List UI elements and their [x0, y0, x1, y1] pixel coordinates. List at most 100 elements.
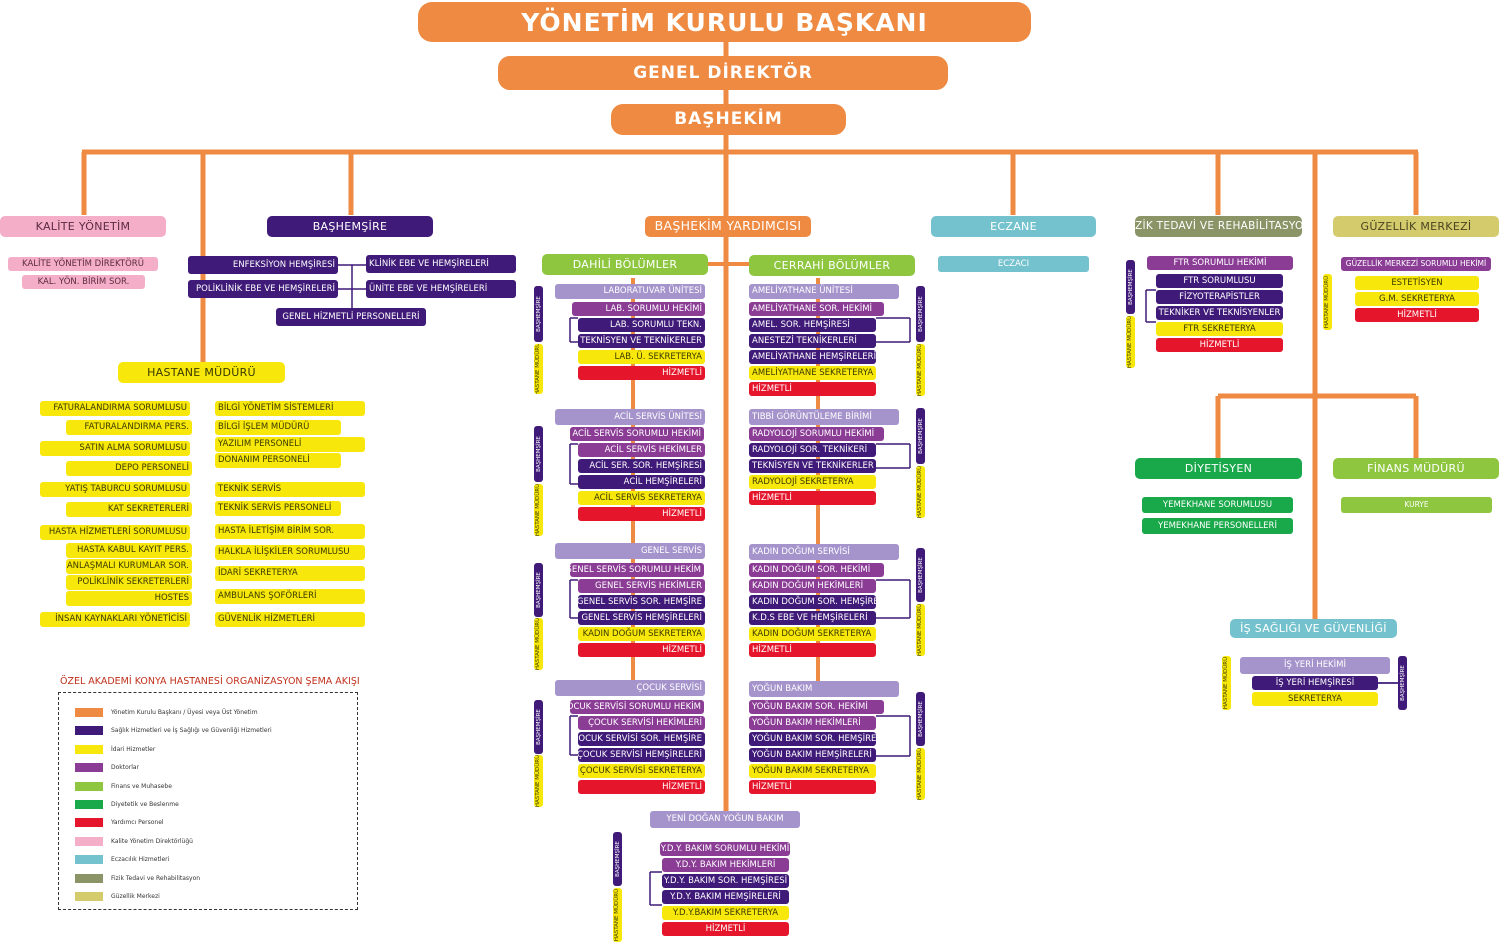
manager-title: HASTANE MÜDÜRÜ [118, 362, 285, 383]
side-label-text: BAŞHEMŞİRE [1399, 665, 1406, 701]
legend-item: Eczacılık Hizmetleri [75, 854, 169, 865]
side-label-tab: HASTANE MÜDÜRÜ [916, 344, 925, 396]
side-label-tab: BAŞHEMŞİRE [534, 286, 543, 342]
side-label-tab: BAŞHEMŞİRE [613, 832, 622, 886]
side-label-text: BAŞHEMŞİRE [535, 296, 542, 332]
side-label-text: HASTANE MÜDÜRÜ [917, 466, 924, 518]
legend-item: Yardımcı Personel [75, 817, 164, 828]
legend-swatch [75, 726, 103, 736]
cerrahi-ameliyat-item: AMELİYATHANE ÜNİTESİ [749, 284, 899, 299]
legend-label: Diyetetik ve Beslenme [111, 801, 179, 808]
manager-left-item: DEPO PERSONELİ [66, 461, 192, 476]
dahili-acil-item: ACİL SERVİS ÜNİTESİ [555, 409, 705, 425]
physio-item: HİZMETLİ [1156, 338, 1283, 352]
cerrahi-radyoloji-item: RADYOLOJİ SOR. TEKNİKERİ [749, 443, 876, 457]
cerrahi-kadin-item: KADIN DOĞUM SERVİSİ [749, 544, 899, 560]
dahili-lab-item: LAB. SORUMLU HEKİMİ [572, 302, 705, 316]
side-label-text: HASTANE MÜDÜRÜ [614, 888, 621, 942]
side-label-tab: BAŞHEMŞİRE [916, 548, 925, 602]
ydyb-item: Y.D.Y. BAKIM HEMŞİRELERİ [662, 890, 789, 904]
manager-right-item: DONANIM PERSONELİ [215, 453, 341, 468]
manager-right-item: İDARİ SEKRETERYA [215, 566, 365, 581]
legend-item: Güzellik Merkezi [75, 891, 160, 902]
cerrahi-yogun-item: YOĞUN BAKIM HEMŞİRELERİ [749, 748, 876, 762]
legend-swatch [75, 836, 103, 846]
manager-left-item: HASTA KABUL KAYIT PERS. [66, 543, 192, 558]
legend-item: Kalite Yönetim Direktörlüğü [75, 836, 193, 847]
side-label-text: HASTANE MÜDÜRÜ [535, 755, 542, 807]
side-label-text: HASTANE MÜDÜRÜ [1324, 275, 1331, 329]
side-label-tab: HASTANE MÜDÜRÜ [534, 618, 543, 670]
manager-left-item: İNSAN KAYNAKLARI YÖNETİCİSİ [40, 612, 190, 627]
cerrahi-yogun-item: YOĞUN BAKIM HEKİMLERİ [749, 716, 876, 730]
quality-item: KALİTE YÖNETİM DİREKTÖRÜ [8, 257, 158, 271]
manager-left-item: HOSTES [66, 591, 192, 606]
manager-right-item: AMBULANS ŞOFÖRLERİ [215, 589, 365, 604]
legend-swatch [75, 800, 103, 809]
beauty-item: GÜZELLİK MERKEZİ SORUMLU HEKİMİ [1341, 257, 1491, 271]
side-label-text: BAŞHEMŞİRE [917, 557, 924, 593]
side-label-tab: HASTANE MÜDÜRÜ [1126, 316, 1135, 368]
side-label-text: BAŞHEMŞİRE [917, 296, 924, 332]
legend-title: ÖZEL AKADEMİ KONYA HASTANESİ ORGANİZASYO… [60, 676, 360, 687]
cerrahi-kadin-item: KADIN DOĞUM SOR. HEKİMİ [749, 563, 884, 577]
side-label-text: HASTANE MÜDÜRÜ [917, 344, 924, 396]
legend-label: Sağlık Hizmetleri ve İş Sağlığı ve Güven… [111, 727, 272, 735]
manager-right-item: YAZILIM PERSONELİ [215, 437, 365, 452]
dahili-cocuk-item: ÇOCUK SERVİSİ SORUMLU HEKİM [570, 700, 704, 714]
quality-item: KAL. YÖN. BİRİM SOR. [22, 275, 145, 289]
legend-swatch [75, 744, 103, 754]
cerrahi-kadin-item: K.D.S EBE VE HEMŞİRELERİ [749, 611, 876, 625]
manager-right-item: HALKLA İLİŞKİLER SORUMLUSU [215, 545, 365, 560]
legend-swatch [75, 855, 103, 865]
ohs-title: İŞ SAĞLIĞI VE GÜVENLİĞİ [1230, 619, 1397, 638]
cerrahi-radyoloji-item: TEKNİSYEN VE TEKNİKERLER [749, 459, 876, 473]
side-label-text: HASTANE MÜDÜRÜ [917, 748, 924, 800]
side-label-text: HASTANE MÜDÜRÜ [535, 618, 542, 670]
beauty-title: GÜZELLİK MERKEZİ [1333, 216, 1499, 237]
manager-left-item: KAT SEKRETERLERİ [66, 502, 192, 517]
dahili-genel-item: GENEL SERVİS SORUMLU HEKİM [570, 563, 704, 577]
legend-label: Yardımcı Personel [111, 819, 164, 827]
side-label-text: BAŞHEMŞİRE [614, 841, 621, 877]
legend-item: Diyetetik ve Beslenme [75, 799, 179, 810]
cerrahi-radyoloji-item: RADYOLOJİ SORUMLU HEKİMİ [749, 427, 884, 441]
side-label-tab: BAŞHEMŞİRE [916, 408, 925, 464]
nursing-item: KLİNİK EBE VE HEMŞİRELERİ [366, 255, 516, 273]
side-label-tab: HASTANE MÜDÜRÜ [916, 604, 925, 656]
dahili-cocuk-item: HİZMETLİ [578, 780, 705, 794]
ohs-item: İŞ YERİ HEKİMİ [1240, 657, 1390, 674]
side-label-tab: HASTANE MÜDÜRÜ [534, 484, 543, 536]
side-label-text: HASTANE MÜDÜRÜ [917, 604, 924, 656]
cerrahi-kadin-item: KADIN DOĞUM HEKİMLERİ [749, 579, 876, 593]
cerrahi-ameliyat-item: AMELİYATHANE SOR. HEKİMİ [749, 302, 884, 316]
side-label-tab: BAŞHEMŞİRE [534, 426, 543, 482]
dahili-title: DAHİLİ BÖLÜMLER [542, 254, 708, 275]
cerrahi-ameliyat-item: HİZMETLİ [749, 382, 876, 396]
ydyb-item: Y.D.Y. BAKIM SOR. HEMŞİRESİ [662, 874, 789, 888]
cerrahi-kadin-item: HİZMETLİ [749, 643, 876, 657]
legend-item: Fizik Tedavi ve Rehabilitasyon [75, 873, 200, 884]
manager-right-item: HASTA İLETİŞİM BİRİM SOR. [215, 524, 365, 539]
dahili-genel-item: GENEL SERVİS HEKİMLER [578, 579, 705, 593]
physio-item: FTR SORUMLUSU [1156, 274, 1283, 288]
dahili-genel-item: KADIN DOĞUM SEKRETERYA [578, 627, 705, 641]
dahili-acil-item: ACİL HEMŞİRELERİ [578, 475, 705, 489]
cerrahi-ameliyat-item: AMEL. SOR. HEMŞİRESİ [749, 318, 876, 332]
dahili-genel-item: GENEL SERVİS SOR. HEMŞİRE [578, 595, 705, 609]
quality-title: KALİTE YÖNETİM [0, 216, 166, 237]
nursing-item: GENEL HİZMETLİ PERSONELLERİ [276, 308, 426, 326]
side-label-text: BAŞHEMŞİRE [535, 436, 542, 472]
side-label-text: HASTANE MÜDÜRÜ [1127, 316, 1134, 368]
ydyb-item: Y.D.Y. BAKIM SORUMLU HEKİMİ [660, 842, 790, 856]
legend-swatch [75, 763, 103, 773]
dahili-genel-item: GENEL SERVİS [555, 543, 705, 559]
dahili-acil-item: ACİL SERVİS SORUMLU HEKİMİ [570, 427, 704, 441]
side-label-text: BAŞHEMŞİRE [917, 418, 924, 454]
legend-label: Eczacılık Hizmetleri [111, 856, 170, 864]
pharmacy-item: ECZACI [938, 256, 1089, 272]
manager-right-item: BİLGİ İŞLEM MÜDÜRÜ [215, 420, 341, 435]
ydyb-item: Y.D.Y.BAKIM SEKRETERYA [662, 906, 789, 920]
side-label-tab: BAŞHEMŞİRE [916, 286, 925, 342]
